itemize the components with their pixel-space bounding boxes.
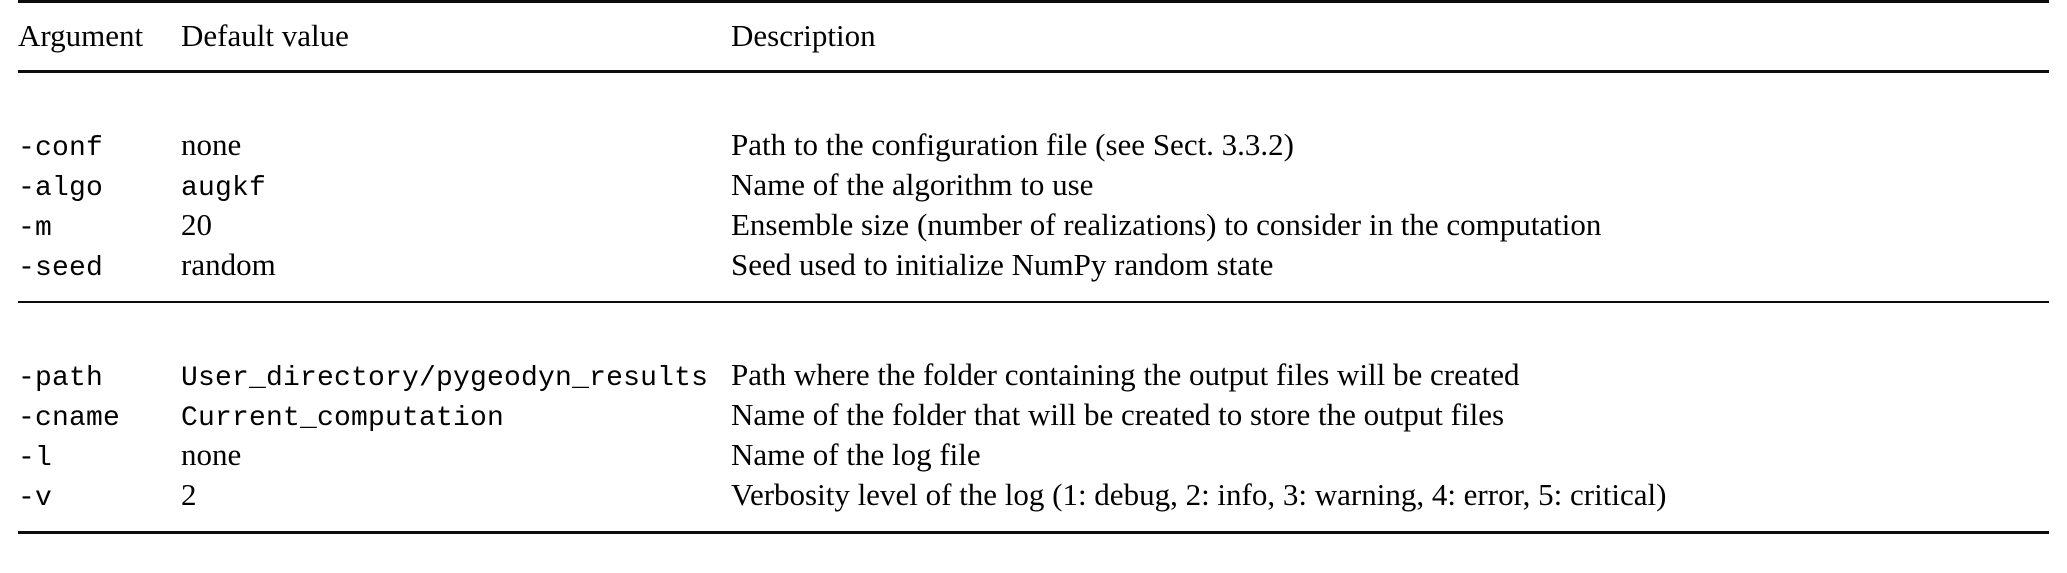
rule-bottom: [18, 533, 2049, 573]
cell-argument: -algo: [18, 168, 181, 208]
cell-description: Path to the configuration file (see Sect…: [731, 112, 2049, 168]
arguments-table: Argument Default value Description -conf…: [18, 0, 2049, 573]
table-row: -conf none Path to the configuration fil…: [18, 112, 2049, 168]
table-row: -seed random Seed used to initialize Num…: [18, 248, 2049, 302]
cell-argument: -seed: [18, 248, 181, 302]
cell-default-value: none: [181, 112, 731, 168]
rule-group-separator: [18, 302, 2049, 342]
table-row: -m 20 Ensemble size (number of realizati…: [18, 208, 2049, 248]
table-row: -v 2 Verbosity level of the log (1: debu…: [18, 478, 2049, 533]
cell-default-value: User_directory/pygeodyn_results: [181, 342, 731, 398]
cell-argument: -m: [18, 208, 181, 248]
cell-description: Verbosity level of the log (1: debug, 2:…: [731, 478, 2049, 533]
table-row: -cname Current_computation Name of the f…: [18, 398, 2049, 438]
cell-default-value: 20: [181, 208, 731, 248]
arguments-table-container: Argument Default value Description -conf…: [0, 0, 2067, 477]
cell-description: Name of the folder that will be created …: [731, 398, 2049, 438]
cell-argument: -path: [18, 342, 181, 398]
cell-description: Name of the log file: [731, 438, 2049, 478]
cell-default-value: 2: [181, 478, 731, 533]
column-header-argument: Argument: [18, 3, 181, 72]
table-body: -conf none Path to the configuration fil…: [18, 72, 2049, 573]
cell-description: Name of the algorithm to use: [731, 168, 2049, 208]
cell-argument: -conf: [18, 112, 181, 168]
cell-description: Seed used to initialize NumPy random sta…: [731, 248, 2049, 302]
cell-argument: -cname: [18, 398, 181, 438]
column-header-description: Description: [731, 3, 2049, 72]
header-row: Argument Default value Description: [18, 3, 2049, 72]
cell-argument: -l: [18, 438, 181, 478]
cell-description: Path where the folder containing the out…: [731, 342, 2049, 398]
cell-default-value: none: [181, 438, 731, 478]
table-row: -l none Name of the log file: [18, 438, 2049, 478]
cell-default-value: Current_computation: [181, 398, 731, 438]
column-header-default-value: Default value: [181, 3, 731, 72]
table-row: -path User_directory/pygeodyn_results Pa…: [18, 342, 2049, 398]
cell-argument: -v: [18, 478, 181, 533]
cell-default-value: random: [181, 248, 731, 302]
cell-default-value: augkf: [181, 168, 731, 208]
cell-description: Ensemble size (number of realizations) t…: [731, 208, 2049, 248]
table-row: -algo augkf Name of the algorithm to use: [18, 168, 2049, 208]
rule-header-separator: [18, 72, 2049, 113]
table-header: Argument Default value Description: [18, 2, 2049, 72]
